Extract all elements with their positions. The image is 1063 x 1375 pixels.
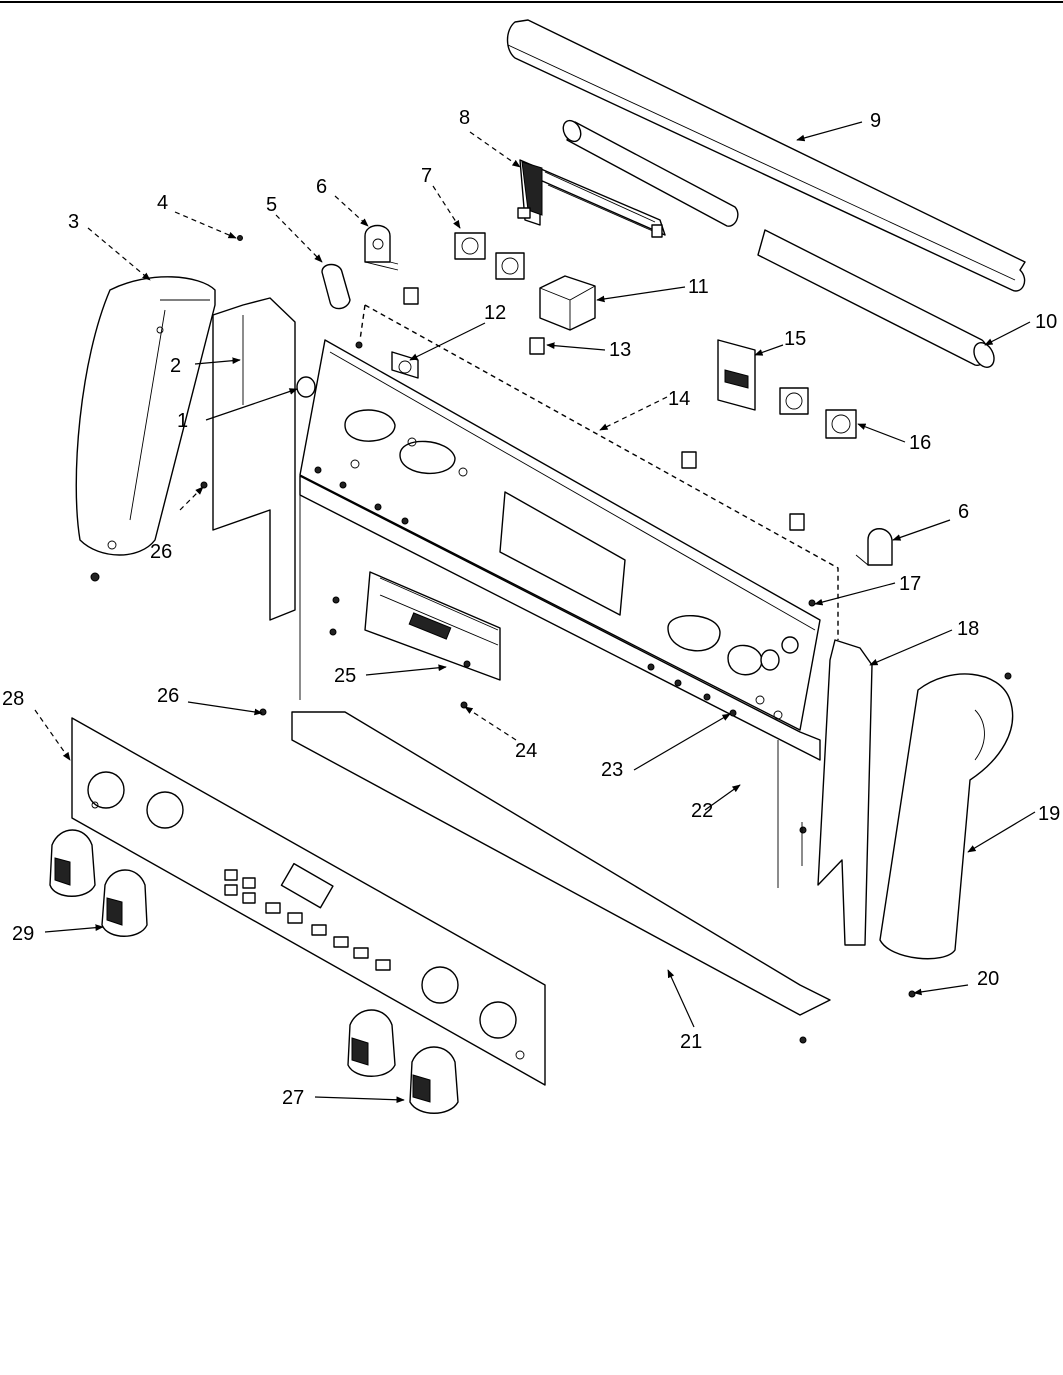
callout-2: 2 — [170, 355, 181, 377]
part-21-bottom-trim — [291, 711, 831, 1016]
callout-21: 21 — [680, 1031, 702, 1053]
callout-26-left: 26 — [150, 541, 172, 563]
callout-7: 7 — [421, 165, 432, 187]
callout-29: 29 — [12, 923, 34, 945]
callout-10: 10 — [1035, 311, 1057, 333]
callout-20: 20 — [977, 968, 999, 990]
part-12-clip — [391, 351, 419, 379]
part-2-left-bracket — [212, 297, 296, 621]
part-11-relay — [539, 275, 596, 331]
part-3-left-endcap — [75, 276, 216, 556]
callout-19: 19 — [1038, 803, 1060, 825]
part-29-knobs — [49, 829, 148, 937]
part-1-bushing — [296, 376, 780, 671]
part-18-right-bracket — [817, 639, 873, 946]
callout-17: 17 — [899, 573, 921, 595]
callout-5: 5 — [266, 194, 277, 216]
part-15-control-board — [717, 339, 756, 411]
callout-1: 1 — [177, 410, 188, 432]
callout-3: 3 — [68, 211, 79, 233]
callout-24: 24 — [515, 740, 537, 762]
part-7-switches — [454, 232, 525, 280]
callout-18: 18 — [957, 618, 979, 640]
callout-4: 4 — [157, 192, 168, 214]
part-6-holder-right — [855, 528, 893, 566]
callout-13: 13 — [609, 339, 631, 361]
part-14-rear-panel — [359, 304, 839, 640]
callout-14: 14 — [668, 388, 690, 410]
callout-12: 12 — [484, 302, 506, 324]
callout-labels: 1 2 3 4 5 6 6 7 8 9 10 11 12 13 14 15 16… — [2, 107, 1060, 1109]
part-16-switches — [779, 387, 857, 439]
part-28-front-panel — [71, 717, 546, 1086]
callout-23: 23 — [601, 759, 623, 781]
part-13-clips — [403, 287, 805, 531]
callout-6-top: 6 — [316, 176, 327, 198]
part-27-knobs — [347, 1009, 459, 1114]
callout-26-bottom: 26 — [157, 685, 179, 707]
part-5-lamp-lens — [321, 263, 351, 310]
callout-6-right: 6 — [958, 501, 969, 523]
part-8-ribbon-connector — [517, 159, 666, 238]
keypad — [224, 862, 391, 971]
part-19-right-endcap — [879, 673, 1014, 960]
part-22-control-panel — [299, 339, 821, 731]
leader-lines — [34, 121, 1036, 1104]
callout-16: 16 — [909, 432, 931, 454]
callout-27: 27 — [282, 1087, 304, 1109]
part-6-holder — [364, 224, 399, 271]
callout-8: 8 — [459, 107, 470, 129]
part-25-electronic-control — [364, 571, 501, 681]
callout-11: 11 — [688, 276, 709, 298]
guide-lines — [299, 490, 803, 888]
callout-9: 9 — [870, 110, 881, 132]
callout-25: 25 — [334, 665, 356, 687]
part-9-top-trim — [506, 19, 1026, 292]
part-10-tube — [562, 119, 995, 368]
callout-28: 28 — [2, 688, 24, 710]
callout-15: 15 — [784, 328, 806, 350]
callout-22: 22 — [691, 800, 713, 822]
